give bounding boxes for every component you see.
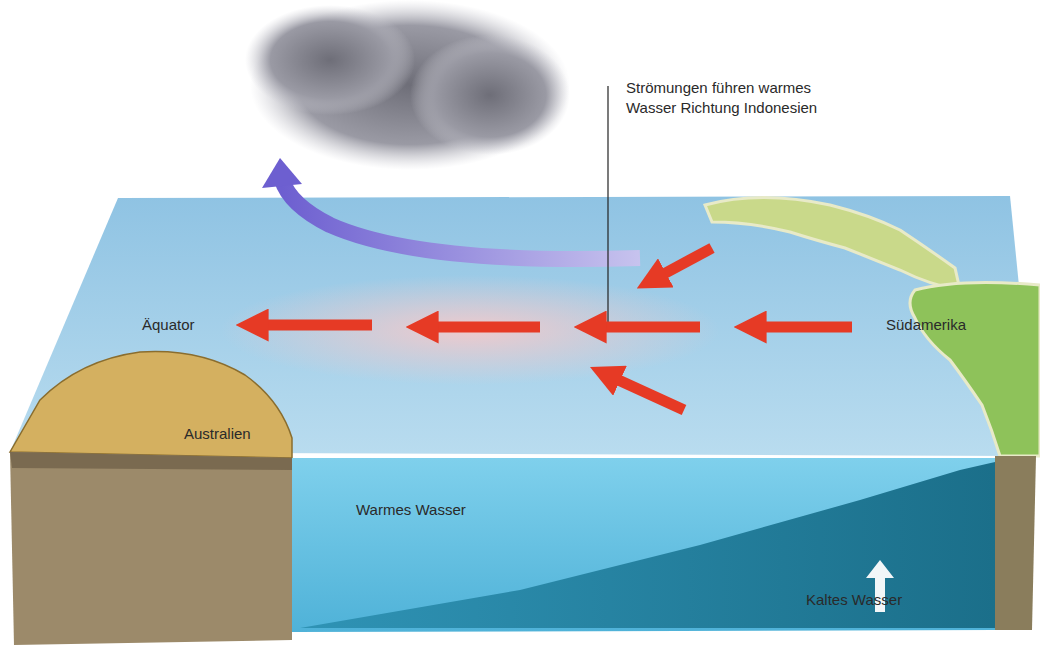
continent-label: Australien: [184, 424, 251, 444]
callout-text: Strömungen führen warmes Wasser Richtung…: [626, 78, 856, 117]
water-label: Kaltes Wasser: [806, 590, 902, 610]
equator-label: Äquator: [142, 315, 195, 335]
water-label: Warmes Wasser: [356, 500, 466, 520]
continent-label: Südamerika: [886, 315, 966, 335]
